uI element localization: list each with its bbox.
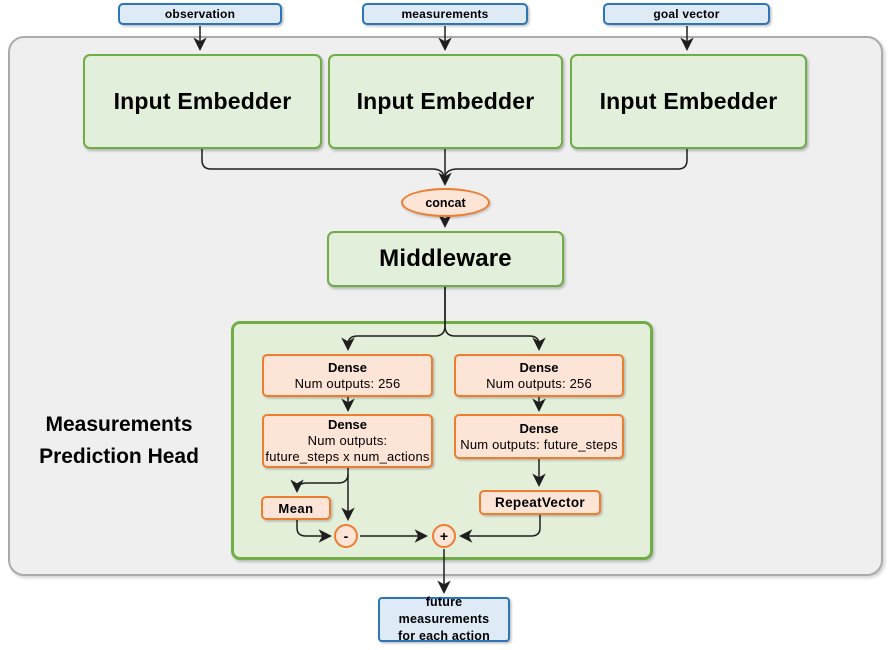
input-embedder-goal-vector: Input Embedder xyxy=(570,54,807,149)
input-chip-observation: observation xyxy=(118,3,282,25)
add-node: + xyxy=(432,524,456,548)
output-chip-line1: future measurements xyxy=(398,595,490,626)
dense-left-2-detail2: future_steps x num_actions xyxy=(265,449,430,464)
output-chip: future measurements for each action xyxy=(378,595,510,643)
dense-right-1: Dense Num outputs: 256 xyxy=(454,354,624,397)
input-chip-goal-vector: goal vector xyxy=(603,3,770,25)
dense-right-2-detail: Num outputs: future_steps xyxy=(460,436,618,452)
dense-right-1-detail: Num outputs: 256 xyxy=(486,375,592,391)
dense-right-2-title: Dense xyxy=(519,420,559,436)
middleware-label: Middleware xyxy=(379,245,512,272)
dense-left-1: Dense Num outputs: 256 xyxy=(262,354,433,397)
middleware-node: Middleware xyxy=(327,231,564,287)
dense-left-2: Dense Num outputs: future_steps x num_ac… xyxy=(262,414,433,468)
input-chip-goal-vector-label: goal vector xyxy=(653,7,720,21)
dense-right-1-title: Dense xyxy=(519,359,559,375)
dense-left-1-title: Dense xyxy=(327,359,368,375)
input-embedder-observation: Input Embedder xyxy=(83,54,322,149)
dense-left-1-detail: Num outputs: 256 xyxy=(294,375,401,391)
input-embedder-label: Input Embedder xyxy=(356,88,535,114)
dense-left-2-detail: Num outputs: xyxy=(307,433,388,448)
mean-node: Mean xyxy=(261,496,331,520)
input-chip-measurements: measurements xyxy=(362,3,528,25)
output-chip-line2: for each action xyxy=(398,629,490,643)
repeat-vector-label: RepeatVector xyxy=(495,495,585,510)
prediction-head-title: Measurements Prediction Head xyxy=(39,413,199,468)
minus-icon: - xyxy=(343,528,349,544)
dense-right-2: Dense Num outputs: future_steps xyxy=(454,414,624,459)
concat-label: concat xyxy=(425,195,466,210)
repeat-vector-node: RepeatVector xyxy=(479,490,601,515)
input-embedder-label: Input Embedder xyxy=(113,88,292,114)
mean-label: Mean xyxy=(278,500,314,516)
subtract-node: - xyxy=(334,524,358,548)
input-embedder-label: Input Embedder xyxy=(599,88,778,114)
input-chip-observation-label: observation xyxy=(164,7,236,21)
input-embedder-measurements: Input Embedder xyxy=(328,54,563,149)
concat-node: concat xyxy=(401,188,490,217)
plus-icon: + xyxy=(439,528,449,544)
dense-left-2-title: Dense xyxy=(327,417,368,432)
input-chip-measurements-label: measurements xyxy=(401,7,489,21)
